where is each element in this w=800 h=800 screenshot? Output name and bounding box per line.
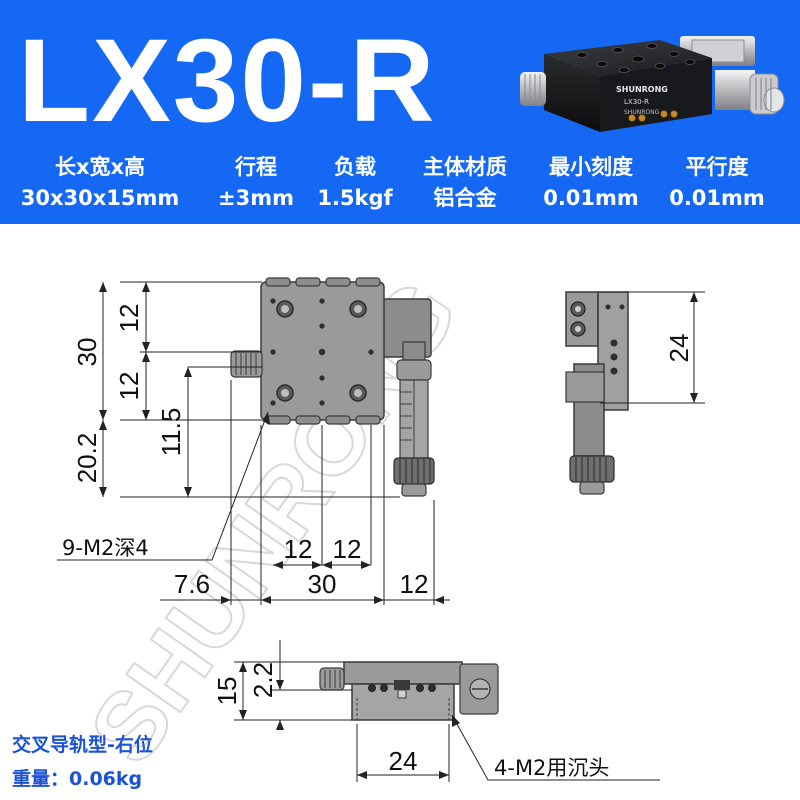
dim-upper: 12 [114, 304, 144, 333]
dim-lower: 12 [114, 372, 144, 401]
front-dim-height: 15 [212, 677, 242, 706]
dim-body-extension: 20.2 [72, 433, 102, 484]
spec-material: 主体材质 铝合金 [401, 152, 529, 214]
technical-drawing: SHUNRONG [57, 261, 705, 783]
product-photo: SHUNRONG LX30-R SHUNRONG [520, 36, 785, 132]
top-view: 30 12 12 11.5 20.2 12 12 30 7.6 12 9-M2深… [57, 277, 450, 605]
spec-material-value: 铝合金 [433, 186, 497, 210]
spec-stroke: 行程 ±3mm [203, 152, 309, 214]
stage-type-label: 交叉导轨型-右位 [12, 734, 153, 756]
weight-label: 重量：0.06kg [12, 768, 143, 790]
spec-load-value: 1.5kgf [317, 186, 393, 210]
side-view: 24 [565, 291, 705, 495]
model-title: LX30-R [18, 15, 437, 147]
spec-stroke-value: ±3mm [218, 186, 294, 210]
side-dim-hole-spacing: 24 [664, 334, 694, 363]
spec-min-scale-value: 0.01mm [543, 186, 639, 210]
dim-hole-spacing-x2: 12 [333, 534, 362, 564]
spec-load: 负载 1.5kgf [309, 152, 401, 214]
dim-knob-offset: 7.6 [174, 569, 210, 599]
spec-load-label: 负载 [334, 155, 376, 179]
mount-callout: 4-M2用沉头 [494, 756, 609, 780]
dim-center-to-bottom: 11.5 [156, 408, 186, 457]
product-brand-text: SHUNRONG [616, 85, 668, 94]
dim-width: 30 [308, 569, 337, 599]
spec-dimensions-label: 长x宽x高 [54, 155, 146, 179]
product-label-model: LX30-R [624, 98, 649, 106]
dim-hole-spacing-x1: 12 [284, 534, 313, 564]
spec-material-label: 主体材质 [423, 155, 507, 179]
spec-parallelism-label: 平行度 [685, 155, 749, 179]
front-dim-thickness: 2.2 [248, 662, 278, 698]
spec-dimensions-value: 30x30x15mm [20, 186, 180, 210]
spec-dimensions: 长x宽x高 30x30x15mm [10, 152, 190, 214]
thread-callout: 9-M2深4 [62, 536, 149, 560]
spec-parallelism: 平行度 0.01mm [655, 152, 779, 214]
dim-micrometer-offset: 12 [400, 569, 429, 599]
spec-header-banner: LX30-R [0, 0, 800, 224]
spec-min-scale: 最小刻度 0.01mm [529, 152, 653, 214]
dim-total-height: 30 [72, 338, 102, 367]
spec-parallelism-value: 0.01mm [669, 186, 765, 210]
spec-stroke-label: 行程 [235, 155, 277, 179]
product-label-brand: SHUNRONG [624, 109, 660, 116]
spec-min-scale-label: 最小刻度 [549, 155, 633, 179]
front-dim-hole-spacing: 24 [389, 746, 418, 776]
front-view: 15 2.2 24 4-M2用沉头 [212, 640, 660, 782]
